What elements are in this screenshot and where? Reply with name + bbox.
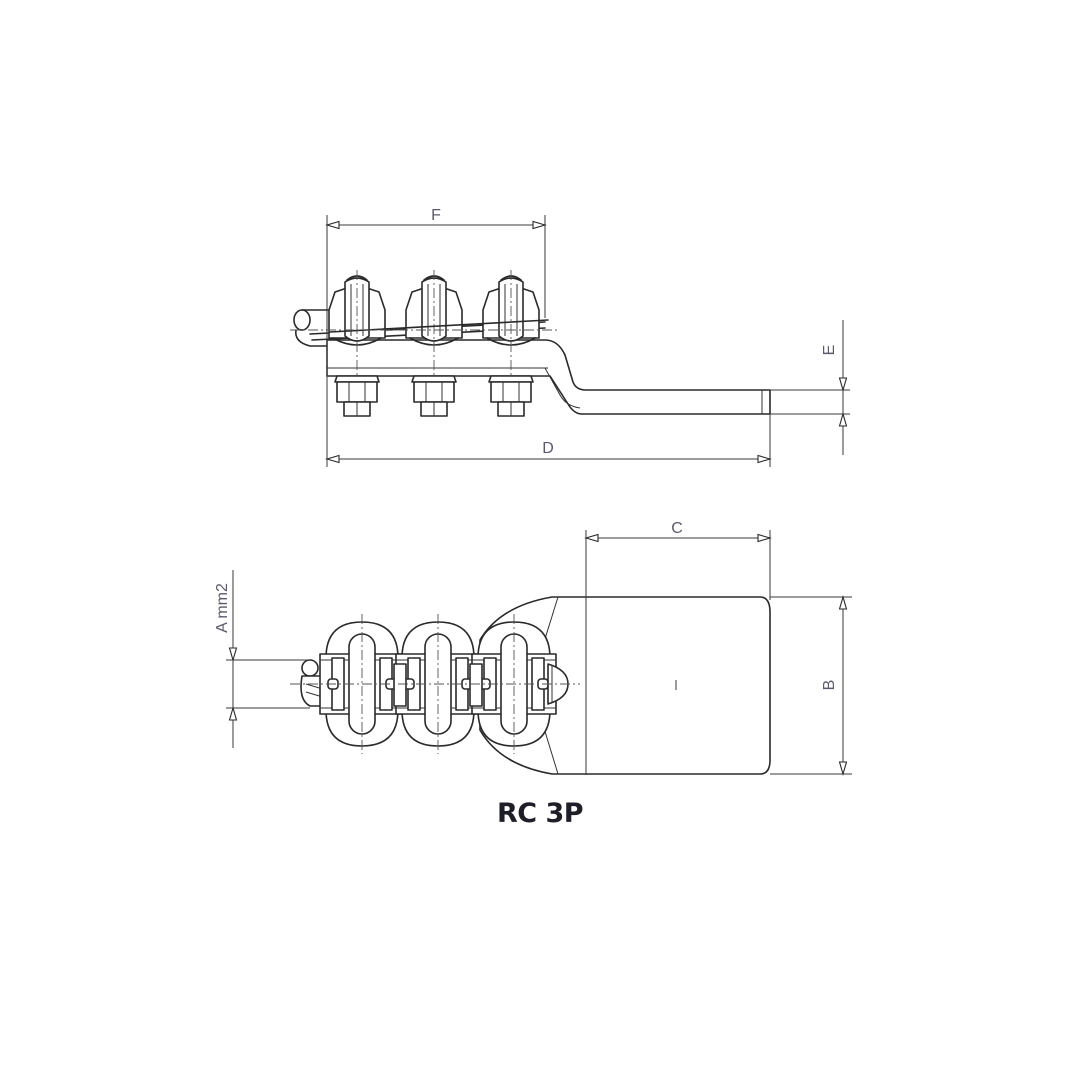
cable-segment — [469, 663, 483, 707]
bolt-3 — [488, 375, 534, 417]
side-view: F D E — [290, 207, 850, 467]
bolt-1 — [334, 375, 380, 417]
dimension-E: E — [770, 320, 850, 455]
dimension-label-D: D — [542, 440, 554, 457]
cable-segment — [393, 663, 407, 707]
dimension-label-E: E — [821, 345, 838, 356]
dimension-B: B — [770, 596, 852, 775]
top-view: C B A mm2 — [214, 520, 852, 775]
drawing-title: RC 3P — [496, 798, 584, 829]
bolt-2 — [411, 375, 457, 417]
connector-base — [326, 339, 771, 415]
dimension-C: C — [585, 520, 771, 600]
dimension-F: F — [326, 207, 546, 318]
dimension-D: D — [326, 414, 771, 467]
dimension-label-A: A mm2 — [214, 583, 231, 633]
dimension-label-F: F — [431, 207, 441, 224]
dimension-A: A mm2 — [214, 570, 310, 748]
dimension-label-B: B — [821, 680, 838, 691]
dimension-label-C: C — [671, 520, 683, 537]
